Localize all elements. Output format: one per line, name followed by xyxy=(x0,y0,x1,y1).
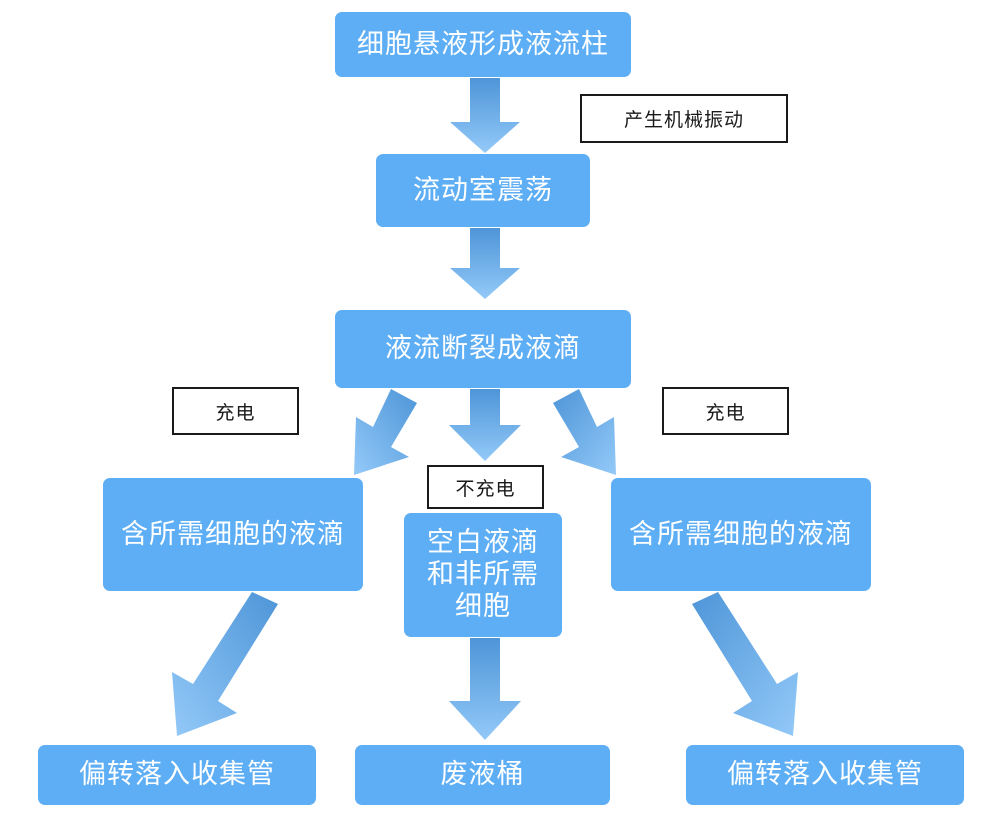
arrow-breakup-to-left-droplet xyxy=(354,389,417,475)
note-label: 充电 xyxy=(215,401,256,424)
note-charge-right[interactable]: 充电 xyxy=(662,387,789,435)
node-label: 含所需细胞的液滴 xyxy=(629,518,853,550)
note-label: 充电 xyxy=(705,401,746,424)
node-label: 废液桶 xyxy=(440,759,525,791)
node-label: 流动室震荡 xyxy=(413,174,553,206)
node-label-multiline: 空白液滴 和非所需 细胞 xyxy=(410,527,556,623)
arrow-blank-droplet-to-waste xyxy=(449,638,521,740)
note-label: 不充电 xyxy=(455,477,516,500)
node-label-line-2: 和非所需 xyxy=(427,559,539,591)
node-label: 含所需细胞的液滴 xyxy=(121,518,345,550)
arrow-suspension-to-vibration xyxy=(450,78,520,153)
arrow-breakup-to-right-droplet xyxy=(553,389,616,475)
node-label: 液流断裂成液滴 xyxy=(385,333,581,365)
node-deflect-collect-left[interactable]: 偏转落入收集管 xyxy=(38,745,316,805)
node-label-line-1: 空白液滴 xyxy=(427,527,539,559)
node-stream-breaks-droplets[interactable]: 液流断裂成液滴 xyxy=(335,310,631,388)
node-label-line-3: 细胞 xyxy=(455,590,511,622)
node-cell-suspension-stream[interactable]: 细胞悬液形成液流柱 xyxy=(335,12,631,77)
node-wanted-droplet-right[interactable]: 含所需细胞的液滴 xyxy=(611,478,871,591)
note-mechanical-vibration[interactable]: 产生机械振动 xyxy=(580,94,788,143)
note-label: 产生机械振动 xyxy=(623,109,744,131)
node-deflect-collect-right[interactable]: 偏转落入收集管 xyxy=(686,745,964,805)
node-blank-droplet[interactable]: 空白液滴 和非所需 细胞 xyxy=(404,513,562,637)
note-no-charge[interactable]: 不充电 xyxy=(427,465,544,509)
arrow-right-droplet-to-collect xyxy=(692,592,798,736)
node-waste-bucket[interactable]: 废液桶 xyxy=(355,745,610,805)
node-label: 细胞悬液形成液流柱 xyxy=(357,28,609,60)
node-flow-cell-vibration[interactable]: 流动室震荡 xyxy=(376,154,590,227)
note-charge-left[interactable]: 充电 xyxy=(172,387,299,435)
node-label: 偏转落入收集管 xyxy=(727,759,923,791)
arrow-vibration-to-breakup xyxy=(450,228,520,299)
node-label: 偏转落入收集管 xyxy=(79,759,275,791)
arrow-left-droplet-to-collect xyxy=(172,592,278,736)
node-wanted-droplet-left[interactable]: 含所需细胞的液滴 xyxy=(103,478,363,591)
arrow-breakup-to-blank-droplet xyxy=(449,389,521,461)
